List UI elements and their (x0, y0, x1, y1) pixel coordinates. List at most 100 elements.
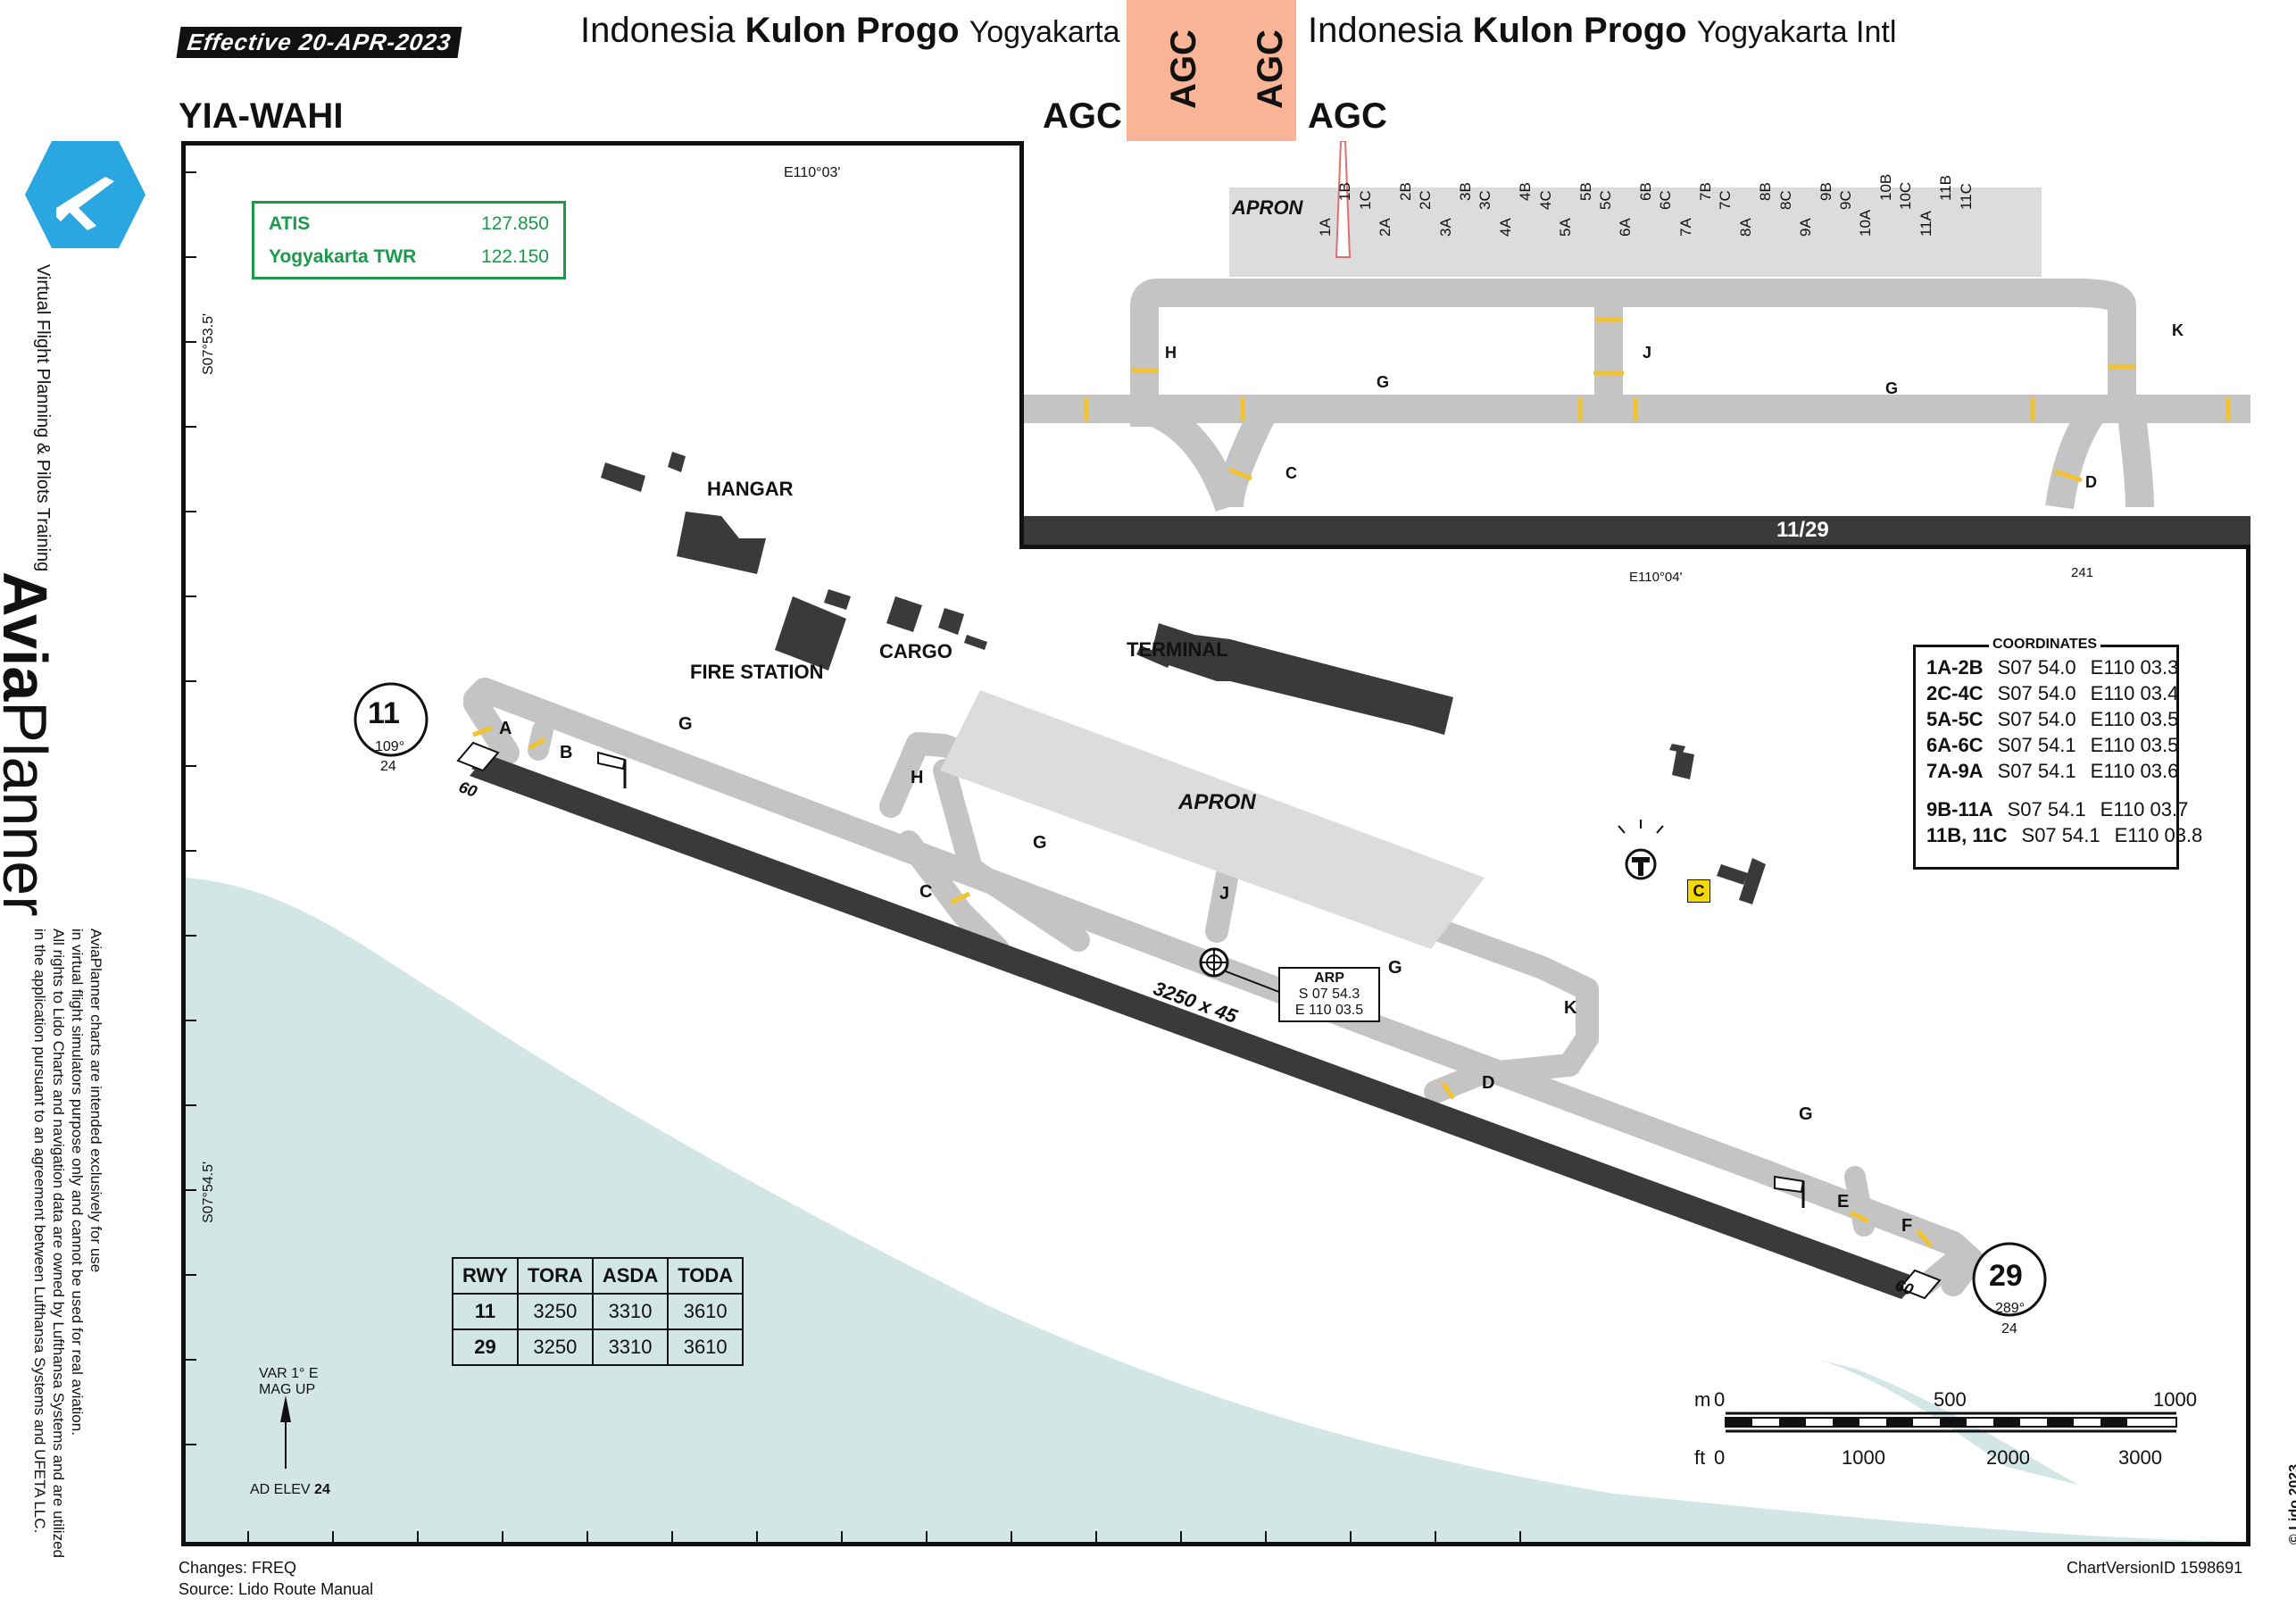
label-apron: APRON (1178, 790, 1256, 814)
stand-label: 3C (1477, 190, 1494, 210)
lido-copyright: © Lido 2023 (2287, 1463, 2296, 1545)
terminal-building (1150, 623, 1453, 735)
rwy29-elev: 24 (2001, 1321, 2017, 1337)
taxiway-label-D: D (1482, 1073, 1495, 1093)
lat-label-2: S07°54.5' (201, 1161, 216, 1223)
taxiway-label-E: E (1837, 1192, 1850, 1212)
rwy29-threshold (1898, 1269, 1942, 1300)
stand-label: 2B (1396, 182, 1414, 201)
cargo-building-2 (938, 608, 964, 635)
inset-label-C: C (1285, 464, 1297, 482)
taxiway-label-C: C (919, 882, 933, 902)
stand-label: 11A (1917, 211, 1934, 237)
arp-box: ARP S 07 54.3 E 110 03.5 (1278, 967, 1380, 1022)
brand-tagline: Virtual Flight Planning & Pilots Trainin… (33, 264, 53, 572)
stand-label: 7B (1697, 182, 1715, 201)
magnetic-variation: VAR 1° E (259, 1366, 319, 1381)
taxiway-label-B: B (560, 743, 573, 762)
stand-label: 6B (1636, 182, 1654, 201)
stand-label: 8A (1736, 218, 1754, 237)
scale-ft-3000: 3000 (2118, 1446, 2162, 1469)
aviaplanner-logo (25, 141, 146, 248)
scale-ft-2000: 2000 (1986, 1446, 2030, 1469)
stand-label: 5C (1596, 190, 1614, 210)
rwy11-circle (354, 682, 428, 757)
taxiway-c-sign: C (1687, 879, 1710, 903)
sea-area (186, 878, 2246, 1542)
taxiway-label-A: A (499, 719, 512, 738)
inset-label-J: J (1643, 344, 1652, 362)
header-title-left: Indonesia Kulon Progo Yogyakarta Intl (580, 11, 1169, 50)
stand-label: 8B (1757, 182, 1775, 201)
agc-label-left: AGC (1043, 96, 1122, 136)
scale-ft-0: 0 (1714, 1446, 1726, 1469)
scale-ft-1000: 1000 (1842, 1446, 1885, 1469)
scale-ft-unit: ft (1694, 1446, 1706, 1469)
rwy29-circle (1972, 1242, 2047, 1317)
arp-symbol (1199, 947, 1285, 995)
label-terminal: TERMINAL (1127, 638, 1228, 661)
apron-inset (1019, 140, 2250, 549)
stand-label: 6A (1617, 218, 1635, 237)
stand-label: 11C (1957, 183, 1975, 210)
inset-label-H: H (1165, 344, 1177, 362)
stand-label: 4C (1536, 190, 1554, 210)
scale-m-500: 500 (1934, 1388, 1967, 1411)
windsock-icon (597, 751, 627, 788)
inset-map (1024, 140, 2250, 545)
stand-label: 4A (1496, 218, 1514, 237)
aerodrome-map (186, 171, 2246, 1542)
scale-bar (1725, 1412, 2177, 1433)
stand-label: 7A (1676, 218, 1694, 237)
hangar-building-1 (601, 462, 645, 492)
taxiway-label-F: F (1901, 1216, 1913, 1236)
hangar-building-2 (668, 452, 686, 472)
rwy11-threshold (456, 741, 500, 772)
scale-m-unit: m (1694, 1388, 1711, 1411)
stand-label: 9A (1797, 218, 1815, 237)
agc-label-right: AGC (1308, 96, 1387, 136)
effective-date: Effective 20-APR-2023 (176, 27, 462, 58)
taxiway-label-G1: G (678, 714, 693, 734)
stand-label: 1B (1336, 182, 1354, 201)
stand-label: 3B (1456, 182, 1474, 201)
taxiway-label-H: H (911, 768, 924, 787)
label-fire-station: FIRE STATION (690, 661, 824, 683)
inset-label-K: K (2172, 321, 2184, 339)
label-hangar: HANGAR (707, 478, 794, 500)
scale-m-1000: 1000 (2153, 1388, 2197, 1411)
rwy11-number: 11 (368, 696, 400, 730)
chart-code: YIA-WAHI (179, 96, 344, 136)
stand-label: 11B (1937, 175, 1955, 201)
rwy29-number: 29 (1989, 1259, 2023, 1293)
lat-label-1: S07°53.5' (201, 312, 216, 375)
stand-label: 7C (1717, 190, 1734, 210)
stand-label: 5B (1576, 182, 1594, 201)
header-title-right: Indonesia Kulon Progo Yogyakarta Intl (1308, 11, 1897, 50)
ad-elevation: AD ELEV 24 (250, 1482, 330, 1497)
windsock-icon-2 (1774, 1175, 1805, 1208)
stand-label: 9B (1817, 182, 1834, 201)
inset-label-G2: G (1885, 379, 1899, 397)
lon-label-top: E110°03' (784, 165, 841, 180)
taxiway-label-G2: G (1033, 833, 1047, 853)
stand-label: 10B (1876, 173, 1894, 201)
tower-icon (1618, 820, 1664, 880)
agc-tag: AGC AGC (1127, 0, 1296, 141)
inset-runway-label: 11/29 (1776, 518, 1829, 542)
inset-lon-label: E110°04' (1629, 570, 1683, 585)
stand-label: 5A (1557, 218, 1575, 237)
inset-label-G1: G (1377, 373, 1390, 391)
mag-up-label: MAG UP (259, 1382, 316, 1397)
stand-label: 1C (1356, 190, 1374, 210)
